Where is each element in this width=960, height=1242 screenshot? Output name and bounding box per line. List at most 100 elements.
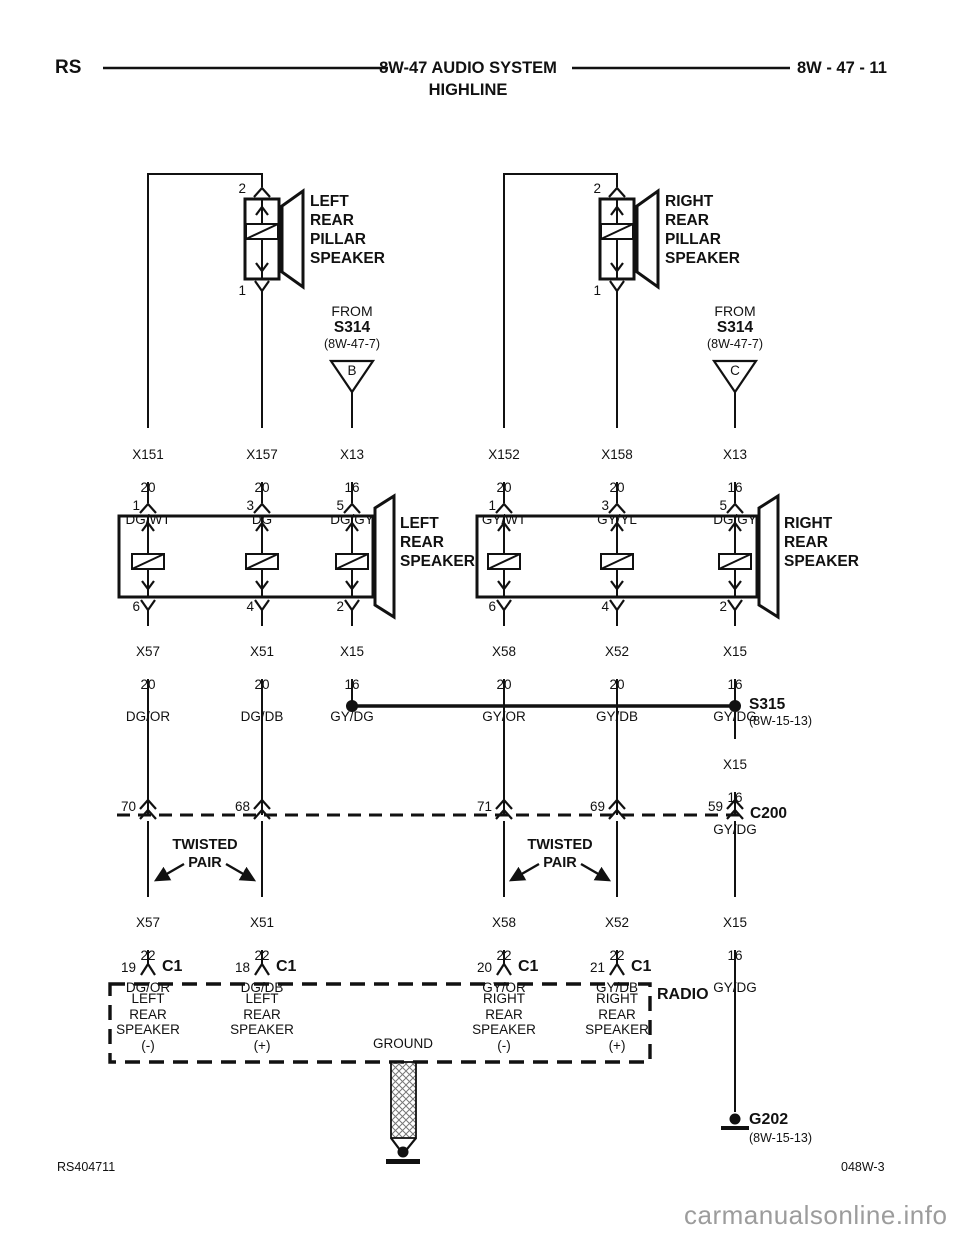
pin-number: 21: [589, 960, 605, 975]
triangle-tag: B: [347, 363, 357, 378]
page-ref: 8W - 47 - 11: [797, 59, 887, 77]
wire-color: GY/DG: [713, 979, 757, 995]
pin-number: 2: [593, 181, 601, 196]
circuit-id: X57: [135, 644, 161, 660]
wire-x151-loop: [147, 173, 263, 428]
wire-label-x52: X52 20 GY/DB: [596, 628, 638, 741]
wire-label-x57-22: X57 22 DG/OR: [126, 899, 170, 1012]
sheet-ref: (8W-15-13): [749, 714, 812, 728]
c1-label: C1: [162, 958, 183, 975]
right-rear-speaker-horn-icon: [757, 493, 780, 620]
circuit-id: X57: [135, 915, 161, 931]
circuit-id: X51: [249, 915, 275, 931]
radio-ground-label: GROUND: [373, 1036, 433, 1051]
splice-dot: [729, 700, 741, 712]
pin-number: 71: [476, 799, 492, 814]
wire-color: GY/DB: [595, 708, 639, 724]
pin-number: 6: [488, 599, 496, 614]
pin-number: 59: [707, 799, 723, 814]
wire-gauge: 16: [727, 947, 743, 963]
left-pillar-speaker-horn-icon: [280, 188, 305, 290]
circuit-id: X13: [722, 447, 748, 463]
connector-pin-icon: [252, 186, 272, 199]
connector-socket-icon: [608, 279, 626, 293]
connector-socket-icon: [139, 598, 157, 612]
wire-gauge: 16: [344, 479, 360, 495]
pin-number: 1: [593, 283, 601, 298]
wires-into-speakers: [147, 482, 736, 503]
pin-number: 20: [476, 960, 492, 975]
wire-label-x58: X58 20 GY/OR: [482, 628, 526, 741]
triangle-tag: C: [730, 363, 740, 378]
splice-ref-s314: S314: [716, 319, 754, 336]
wire-gauge: 20: [140, 479, 156, 495]
wire-color: GY/OR: [482, 979, 526, 995]
wire-color: DG/GY: [330, 511, 374, 527]
circuit-id: X52: [604, 915, 630, 931]
radio-box: [108, 982, 652, 1064]
pin-number: 18: [234, 960, 250, 975]
c1-label: C1: [276, 958, 297, 975]
pin-number: 3: [601, 498, 609, 513]
radio-terminal-label: RIGHT REAR SPEAKER (+): [585, 991, 649, 1053]
radio-terminal-label: LEFT REAR SPEAKER (-): [116, 991, 180, 1053]
wire-color: GY/DG: [330, 708, 374, 724]
pin-number: 4: [246, 599, 254, 614]
connector-pin-icon: [607, 186, 627, 199]
connector-socket-icon: [343, 598, 361, 612]
wire-gauge: 22: [254, 947, 270, 963]
wire-color: GY/DG: [713, 821, 757, 837]
pin-number: 1: [132, 498, 140, 513]
wire-x152-loop: [503, 173, 618, 428]
page-subtitle: HIGHLINE: [428, 81, 508, 99]
wire-color: GY/DG: [713, 708, 757, 724]
wire-color: DG/DB: [240, 708, 284, 724]
wire-label-x51: X51 20 DG/DB: [241, 628, 284, 741]
circuit-id: X151: [132, 447, 164, 463]
wire-gauge: 20: [609, 676, 625, 692]
voice-coil-icons: [131, 553, 752, 570]
circuit-id: X158: [601, 447, 633, 463]
sheet-ref: (8W-47-7): [706, 337, 764, 351]
wire-label-x51-22: X51 22 DG/DB: [241, 899, 284, 1012]
wires-to-c200: [147, 679, 618, 815]
wire-label-x15-mid: X15 16 GY/DG: [713, 741, 757, 854]
wire-gauge: 16: [727, 789, 743, 805]
pin-number: 68: [234, 799, 250, 814]
wire-label-x15-lower: X15 16 GY/DG: [713, 899, 757, 1012]
circuit-id: X152: [488, 447, 520, 463]
voice-coil-diagonal: [600, 223, 634, 240]
ground-dot: [397, 1146, 409, 1158]
wire-label-x15-left: X15 16 GY/DG: [330, 628, 374, 741]
right-rear-speaker-label: RIGHT REAR SPEAKER: [784, 515, 859, 570]
pin-number: 5: [719, 498, 727, 513]
splice-ref-s314: S314: [333, 319, 371, 336]
c1-label: C1: [518, 958, 539, 975]
wire-label-x52-22: X52 22 GY/DB: [596, 899, 638, 1012]
wire-color: DG/DB: [240, 979, 284, 995]
pin-number: 1: [238, 283, 246, 298]
wire-label-x151: X151 20 DG/WT: [126, 431, 171, 544]
wire-label-x15-right: X15 16 GY/DG: [713, 628, 757, 741]
right-pillar-speaker-label: RIGHT REAR PILLAR SPEAKER: [665, 193, 740, 267]
wire-color: GY/DB: [595, 979, 639, 995]
pin-number: 2: [336, 599, 344, 614]
connector-socket-icon: [726, 598, 744, 612]
wire-color: GY/WT: [481, 511, 527, 527]
sheet-ref: (8W-15-13): [749, 1131, 812, 1145]
ground-bar-icon: [721, 1126, 749, 1130]
wire-color: DG/OR: [125, 708, 171, 724]
wire-label-x58-22: X58 22 GY/OR: [482, 899, 526, 1012]
pin-number: 2: [719, 599, 727, 614]
pin-number: 2: [238, 181, 246, 196]
connector-socket-icon: [495, 598, 513, 612]
c200-label: C200: [750, 805, 788, 822]
splice-s315-label: S315: [749, 696, 786, 713]
pin-number: 4: [601, 599, 609, 614]
wire-gauge: 16: [727, 676, 743, 692]
wire-gauge: 20: [140, 676, 156, 692]
connector-socket-icon: [608, 598, 626, 612]
wire-gauge: 20: [496, 676, 512, 692]
radio-label: RADIO: [657, 986, 709, 1003]
voice-coil-diagonal: [245, 223, 279, 240]
